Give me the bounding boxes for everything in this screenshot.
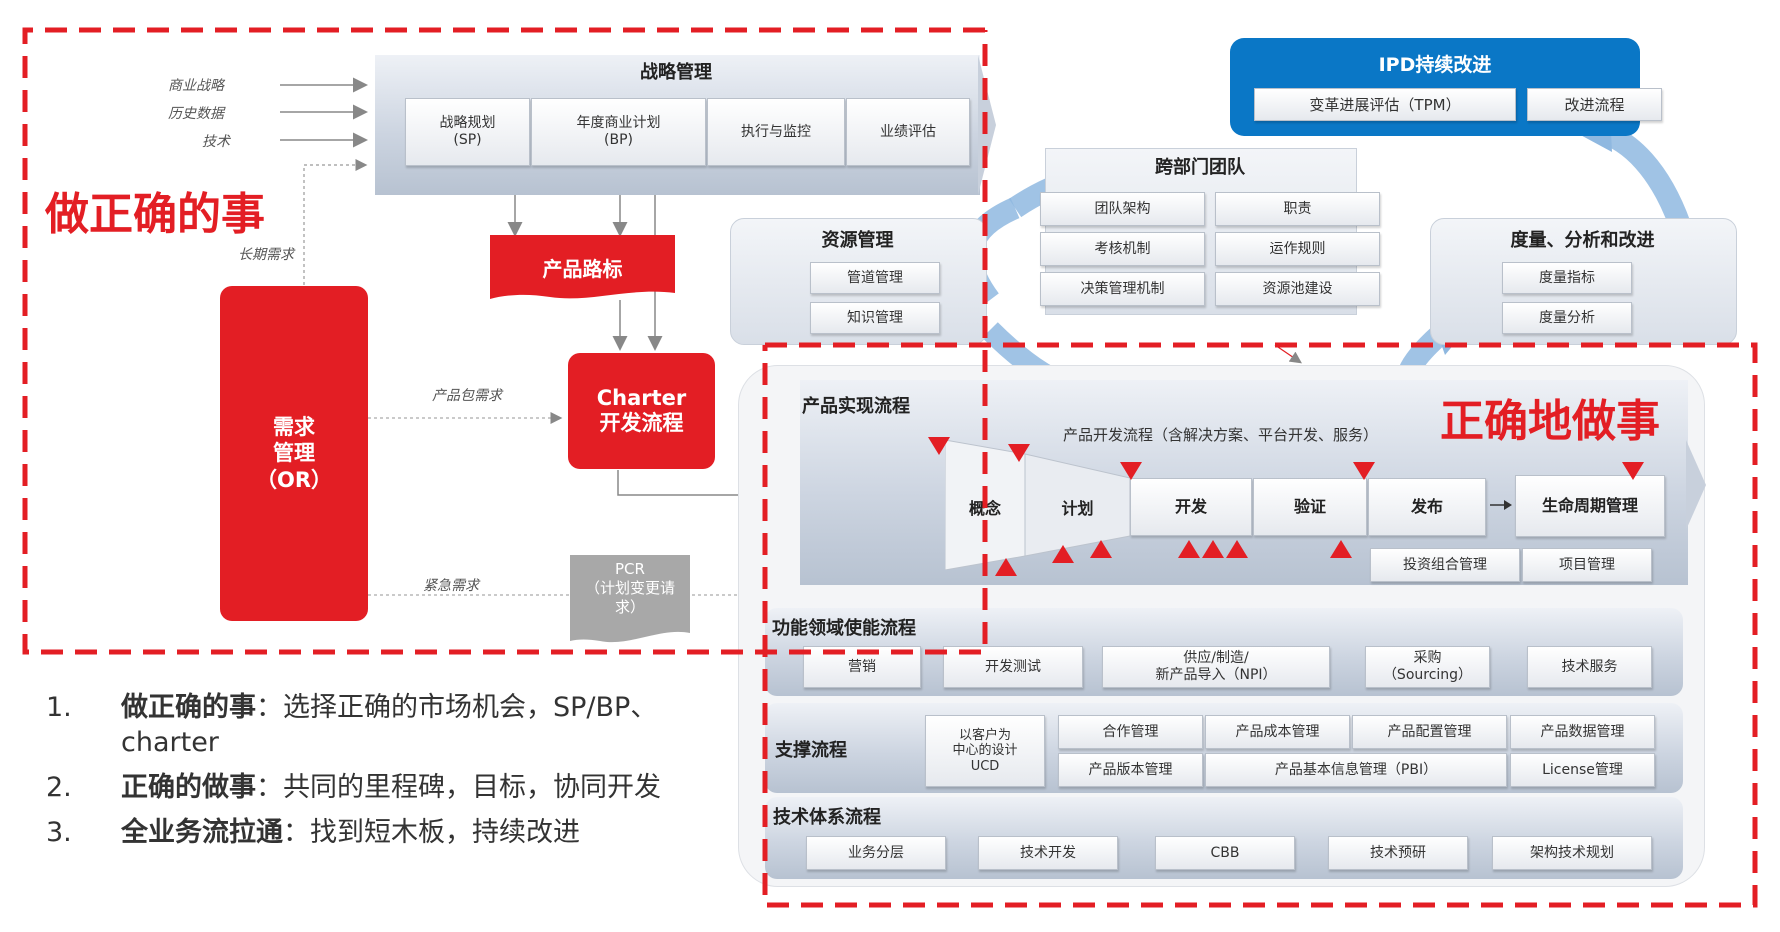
support-cell-pbi[interactable]: 产品基本信息管理（PBI）	[1205, 753, 1507, 787]
long-term-demand-label: 长期需求	[238, 247, 294, 263]
legend-text: ：选择正确的市场机会，SP/BP、	[256, 692, 658, 723]
milestone-marker	[1330, 540, 1352, 558]
legend-text-cont: charter	[121, 727, 219, 759]
strategy-input-business: 商业战略	[168, 78, 224, 94]
pcr-shape	[570, 555, 690, 643]
ipd-cell-improve[interactable]: 改进流程	[1527, 88, 1662, 121]
milestone-marker	[1622, 462, 1644, 480]
strategy-cells: 战略规划 (SP) 年度商业计划 (BP) 执行与监控 业绩评估	[405, 98, 970, 166]
realization-arrowhead	[1686, 440, 1706, 530]
legend-text: ：找到短木板，持续改进	[283, 817, 580, 848]
strategy-cell-sp[interactable]: 战略规划 (SP)	[405, 98, 530, 166]
legend-item-2: 2. 正确的做事：共同的里程碑，目标，协同开发	[46, 770, 661, 805]
tech-cell-layering[interactable]: 业务分层	[806, 836, 946, 870]
support-cell-ucd[interactable]: 以客户为 中心的设计 UCD	[925, 715, 1045, 787]
support-cell-cooperation[interactable]: 合作管理	[1058, 715, 1203, 749]
functional-cell-npi[interactable]: 供应/制造/ 新产品导入（NPI）	[1102, 646, 1330, 688]
realization-title: 产品实现流程	[802, 396, 910, 417]
realization-subtitle: 产品开发流程（含解决方案、平台开发、服务）	[1063, 426, 1379, 444]
legend-num: 1.	[46, 692, 72, 723]
tech-title: 技术体系流程	[773, 807, 881, 828]
roadmap-shape	[490, 235, 675, 299]
strategy-cell-monitor[interactable]: 执行与监控	[707, 98, 845, 166]
strategy-cell-bp[interactable]: 年度商业计划 (BP)	[531, 98, 706, 166]
do-right-label: 做正确的事	[45, 189, 265, 240]
measure-title: 度量、分析和改进	[1510, 230, 1655, 251]
legend-bold: 全业务流拉通	[121, 817, 283, 848]
tech-cell-develop[interactable]: 技术开发	[978, 836, 1118, 870]
product-package-demand-label: 产品包需求	[432, 388, 502, 404]
milestone-marker	[1202, 540, 1224, 558]
urgent-demand-label: 紧急需求	[423, 578, 479, 594]
support-cell-data[interactable]: 产品数据管理	[1510, 715, 1655, 749]
cross-team-cell-pool[interactable]: 资源池建设	[1215, 272, 1380, 306]
pcr-label: PCR （计划变更请 求）	[584, 560, 675, 616]
strategy-input-history: 历史数据	[168, 106, 224, 122]
ipd-title: IPD持续改进	[1378, 54, 1492, 76]
milestone-marker	[1178, 540, 1200, 558]
ipd-cell-tpm[interactable]: 变革进展评估（TPM）	[1254, 88, 1516, 121]
charter-box[interactable]: Charter 开发流程	[568, 353, 715, 469]
functional-cell-sourcing[interactable]: 采购 （Sourcing）	[1365, 646, 1490, 688]
support-title: 支撑流程	[775, 740, 847, 761]
functional-cell-service[interactable]: 技术服务	[1527, 646, 1652, 688]
measure-cell-metric[interactable]: 度量指标	[1502, 262, 1632, 294]
demand-management-label: 需求 管理 （OR）	[255, 415, 333, 492]
milestone-marker	[1226, 540, 1248, 558]
phase-concept[interactable]: 概念	[968, 499, 1001, 518]
legend-item-3: 3. 全业务流拉通：找到短木板，持续改进	[46, 815, 580, 850]
phase-plan[interactable]: 计划	[1061, 499, 1094, 518]
functional-title: 功能领域使能流程	[772, 618, 916, 639]
legend-bold: 做正确的事	[121, 692, 256, 723]
do-right-way-label: 正确地做事	[1440, 396, 1660, 447]
resource-cell-pipeline[interactable]: 管道管理	[810, 262, 940, 294]
milestone-marker	[1090, 540, 1112, 558]
cross-team-title: 跨部门团队	[1155, 157, 1245, 178]
cross-team-cell-duty[interactable]: 职责	[1215, 192, 1380, 226]
milestone-marker	[1120, 462, 1142, 480]
phase-release[interactable]: 发布	[1368, 478, 1486, 536]
lifecycle-management[interactable]: 生命周期管理	[1515, 475, 1665, 537]
roadmap-label: 产品路标	[542, 257, 623, 281]
tech-cell-research[interactable]: 技术预研	[1328, 836, 1468, 870]
lifecycle-arrow	[1490, 500, 1512, 510]
cross-team-cell-decision[interactable]: 决策管理机制	[1040, 272, 1205, 306]
milestone-marker	[1008, 444, 1030, 462]
legend-num: 3.	[46, 817, 72, 848]
project-management[interactable]: 项目管理	[1522, 548, 1652, 582]
legend-text: ：共同的里程碑，目标，协同开发	[256, 772, 661, 803]
resource-title: 资源管理	[821, 230, 894, 251]
measure-cell-analysis[interactable]: 度量分析	[1502, 302, 1632, 334]
milestone-marker	[995, 558, 1017, 576]
legend-bold: 正确的做事	[121, 772, 256, 803]
support-cell-cost[interactable]: 产品成本管理	[1205, 715, 1350, 749]
cross-team-cell-assess[interactable]: 考核机制	[1040, 232, 1205, 266]
tech-cell-cbb[interactable]: CBB	[1155, 836, 1295, 870]
cross-team-cell-rules[interactable]: 运作规则	[1215, 232, 1380, 266]
resource-cell-knowledge[interactable]: 知识管理	[810, 302, 940, 334]
legend-num: 2.	[46, 772, 72, 803]
demand-management-box[interactable]: 需求 管理 （OR）	[220, 286, 368, 621]
cross-team-cell-structure[interactable]: 团队架构	[1040, 192, 1205, 226]
charter-label: Charter 开发流程	[596, 385, 687, 435]
strategy-input-tech: 技术	[202, 134, 230, 150]
phase-develop[interactable]: 开发	[1130, 478, 1252, 536]
support-cell-license[interactable]: License管理	[1510, 753, 1655, 787]
legend-item-1: 1. 做正确的事：选择正确的市场机会，SP/BP、 charter	[46, 690, 657, 760]
milestone-marker	[1353, 462, 1375, 480]
milestone-marker	[928, 437, 950, 455]
strategy-title: 战略管理	[640, 62, 712, 83]
support-cell-version[interactable]: 产品版本管理	[1058, 753, 1203, 787]
portfolio-management[interactable]: 投资组合管理	[1370, 548, 1520, 582]
milestone-marker	[1052, 545, 1074, 563]
tech-cell-architecture[interactable]: 架构技术规划	[1492, 836, 1652, 870]
strategy-cell-evaluate[interactable]: 业绩评估	[846, 98, 970, 166]
phase-verify[interactable]: 验证	[1253, 478, 1367, 536]
support-cell-config[interactable]: 产品配置管理	[1352, 715, 1507, 749]
